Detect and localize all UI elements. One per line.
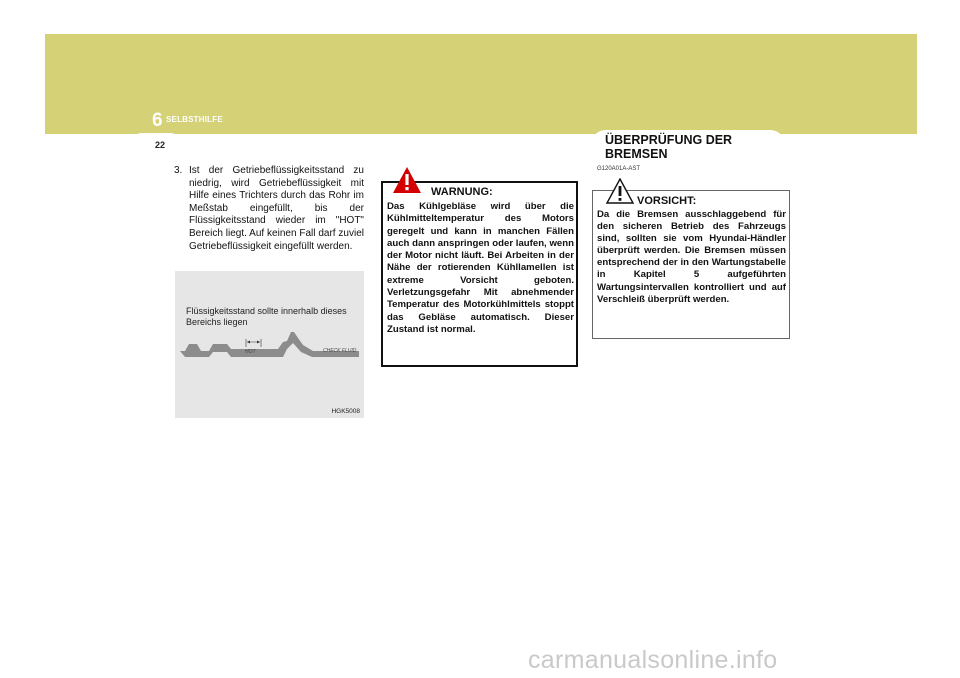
warning-body: Das Kühlgebläse wird über die Kühlmittel… — [387, 201, 574, 335]
warning-heading: WARNUNG: — [431, 186, 493, 198]
header-band — [45, 34, 917, 134]
figure-code: HGK5008 — [331, 408, 360, 415]
dipstick-figure: Flüssigkeitsstand sollte innerhalb diese… — [175, 271, 364, 418]
check-fluid-label: CHECK FLUID — [323, 348, 357, 354]
watermark: carmanualsonline.info — [528, 646, 778, 674]
caution-heading: VORSICHT: — [637, 195, 697, 207]
page-number-tab — [128, 133, 184, 157]
section-title: ÜBERPRÜFUNG DER BREMSEN — [605, 133, 733, 161]
step-number: 3. — [174, 165, 183, 176]
hot-label: HOT — [245, 349, 256, 355]
warning-box — [381, 181, 578, 367]
section-code: G120A01A-AST — [597, 166, 641, 172]
warning-triangle-icon — [393, 167, 421, 193]
step-text: Ist der Getriebeflüssigkeitsstand zu nie… — [189, 165, 364, 252]
arrow-heads-icon — [247, 340, 260, 344]
caution-triangle-icon — [606, 178, 634, 204]
caution-box — [592, 190, 790, 339]
figure-caption: Flüssigkeitsstand sollte innerhalb diese… — [186, 306, 347, 327]
page-number: 22 — [155, 140, 166, 150]
section-title-tab — [590, 130, 786, 162]
dipstick-illustration — [180, 332, 359, 357]
caution-body: Da die Bremsen ausschlaggebend für den s… — [597, 209, 786, 305]
chapter-number: 6 — [152, 110, 163, 131]
chapter-title: SELBSTHILFE — [166, 115, 223, 124]
dipstick-shape — [180, 332, 359, 357]
